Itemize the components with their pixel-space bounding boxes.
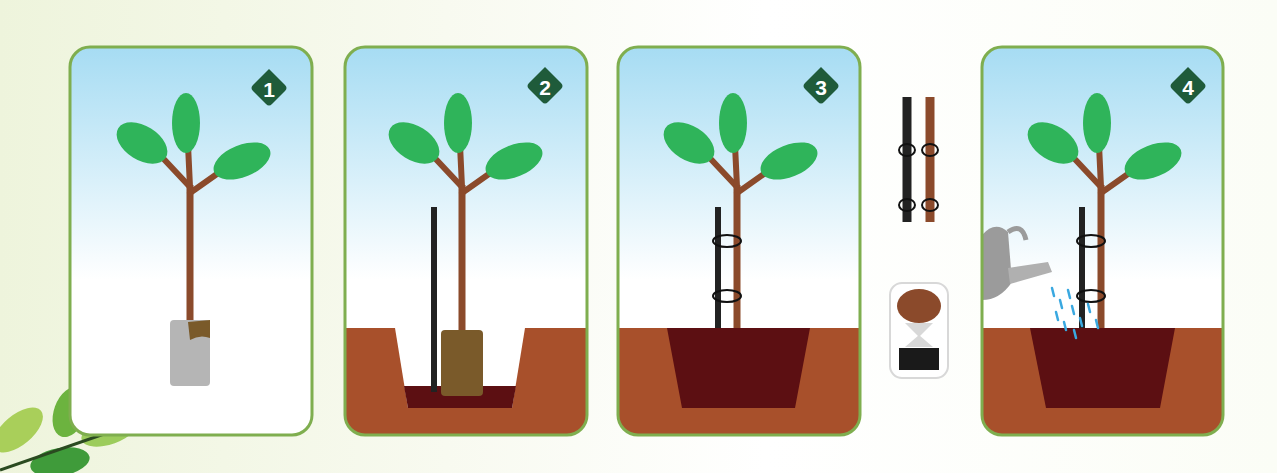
step-badge: 4: [1169, 67, 1207, 105]
step-number: 4: [1182, 77, 1194, 98]
step-number: 2: [539, 77, 551, 98]
step-badge: 3: [802, 67, 840, 105]
leaf-fill: [804, 67, 839, 104]
water-drops: [1052, 288, 1098, 338]
step-number: 3: [815, 77, 827, 98]
leaf-fill: [252, 69, 287, 106]
leaf-fill: [528, 67, 563, 104]
leaf-fill: [1171, 67, 1206, 104]
step-badge: 2: [526, 67, 564, 105]
step-number: 1: [263, 79, 275, 100]
step-badge: 1: [250, 69, 288, 107]
